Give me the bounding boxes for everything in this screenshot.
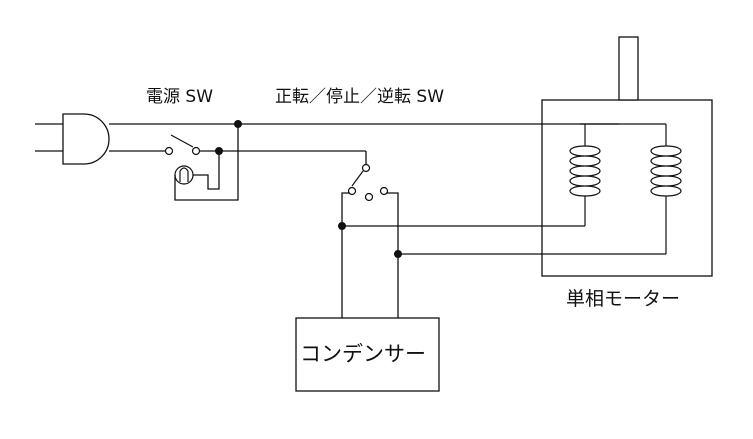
wire-reverse-branch <box>387 192 399 318</box>
power-switch-contact-right <box>191 146 201 156</box>
wire-forward-branch <box>341 192 349 318</box>
forward-stop-reverse-switch-label: 正転／停止／逆転 SW <box>275 87 445 107</box>
plug-body <box>62 113 110 165</box>
forward-stop-reverse-switch <box>347 163 389 202</box>
selector-contact-forward <box>347 186 357 196</box>
wire-lamp-right <box>193 151 220 190</box>
motor-winding-main <box>569 124 601 226</box>
selector-common-contact <box>361 163 371 173</box>
power-switch <box>164 134 201 156</box>
motor-winding-auxiliary <box>650 124 682 254</box>
power-switch-lever <box>170 134 194 148</box>
power-plug <box>35 113 110 165</box>
junction-bottom-mains <box>215 147 223 155</box>
wire-lamp-left <box>174 124 239 201</box>
pilot-lamp-filament <box>179 167 189 182</box>
junction-top-mains <box>234 120 242 128</box>
pilot-lamp <box>174 165 194 185</box>
single-phase-motor-label: 単相モーター <box>566 288 681 310</box>
selector-lever <box>351 170 364 187</box>
capacitor-box <box>295 317 440 392</box>
junction-reverse <box>394 250 402 258</box>
motor-shaft <box>618 36 639 101</box>
capacitor-label: コンデンサー <box>300 342 426 366</box>
junction-forward <box>338 222 346 230</box>
power-switch-label: 電源 SW <box>146 87 214 107</box>
power-switch-contact-left <box>164 146 174 156</box>
selector-contact-reverse <box>379 186 389 196</box>
motor-housing <box>541 99 713 277</box>
selector-contact-stop <box>364 192 374 202</box>
pilot-lamp-body <box>174 165 194 185</box>
